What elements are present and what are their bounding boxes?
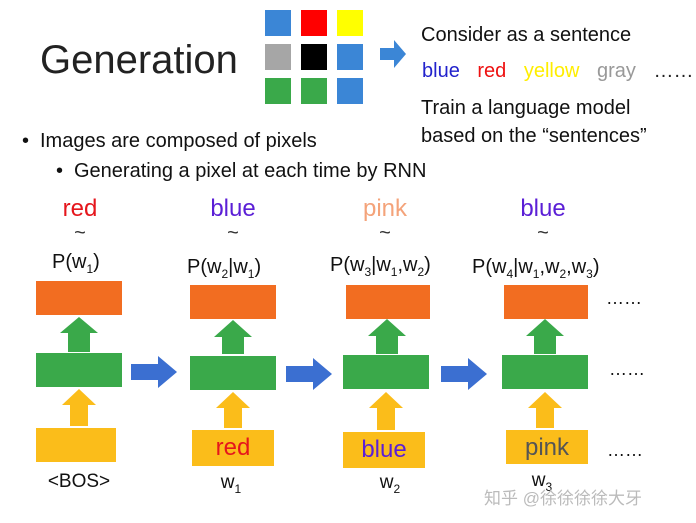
input-label: w1 (220, 472, 242, 496)
page-title: Generation (40, 38, 238, 82)
grid-cell (301, 10, 327, 36)
grid-cell (337, 78, 363, 104)
hidden-state-box (190, 356, 276, 390)
color-word: yellow (523, 60, 580, 82)
input-word-box: blue (343, 432, 425, 468)
hidden-state-box (343, 355, 429, 389)
probability-label: P(w1) (52, 251, 100, 276)
ellipsis: …… (607, 440, 643, 460)
sample-tilde: ~ (227, 222, 239, 244)
sample-tilde: ~ (74, 222, 86, 244)
grid-cell (337, 44, 363, 70)
bullet-item: Generating a pixel at each time by RNN (56, 160, 426, 183)
right-arrow-icon (441, 358, 487, 390)
train-text-line2: based on the “sentences” (421, 125, 647, 147)
color-word: …… (653, 60, 694, 82)
grid-cell (301, 78, 327, 104)
output-word: red (62, 195, 98, 222)
hidden-state-box (36, 353, 122, 387)
probability-label: P(w3|w1,w2) (330, 254, 431, 279)
input-label: w3 (531, 470, 553, 494)
grid-cell (265, 44, 291, 70)
output-word: blue (210, 195, 256, 222)
output-word: pink (362, 195, 408, 222)
input-label: w2 (379, 472, 401, 496)
output-layer-box (504, 285, 588, 319)
color-word-list: blue red yellow gray …… (422, 60, 696, 83)
color-word: red (477, 60, 507, 82)
ellipsis: …… (609, 359, 645, 379)
pixel-grid (265, 10, 365, 106)
up-arrow-icon (526, 319, 564, 354)
probability-label: P(w2|w1) (187, 256, 262, 281)
right-arrow-icon (286, 358, 332, 390)
color-word: blue (422, 60, 460, 82)
right-arrow-icon (380, 40, 406, 68)
color-word: gray (596, 60, 636, 82)
ellipsis: …… (606, 288, 642, 308)
up-arrow-icon (62, 389, 96, 426)
bullet-item: Images are composed of pixels (22, 130, 317, 153)
output-layer-box (36, 281, 122, 315)
up-arrow-icon (368, 319, 406, 354)
input-word-box: red (192, 430, 274, 466)
consider-text: Consider as a sentence (421, 24, 632, 46)
train-text-line1: Train a language model (421, 97, 631, 119)
input-label: <BOS> (47, 471, 111, 492)
probability-label: P(w4|w1,w2,w3) (472, 256, 600, 281)
up-arrow-icon (216, 392, 250, 428)
up-arrow-icon (214, 320, 252, 354)
input-box (36, 428, 116, 462)
up-arrow-icon (369, 392, 403, 430)
grid-cell (265, 10, 291, 36)
grid-cell (265, 78, 291, 104)
output-layer-box (346, 285, 430, 319)
up-arrow-icon (60, 317, 98, 352)
sample-tilde: ~ (537, 222, 549, 244)
grid-cell (337, 10, 363, 36)
grid-cell (301, 44, 327, 70)
input-word-box: pink (506, 430, 588, 464)
hidden-state-box (502, 355, 588, 389)
up-arrow-icon (528, 392, 562, 428)
output-layer-box (190, 285, 276, 319)
watermark: 知乎 @徐徐徐徐大牙 (484, 489, 642, 508)
output-word: blue (520, 195, 566, 222)
sample-tilde: ~ (379, 222, 391, 244)
right-arrow-icon (131, 356, 177, 388)
